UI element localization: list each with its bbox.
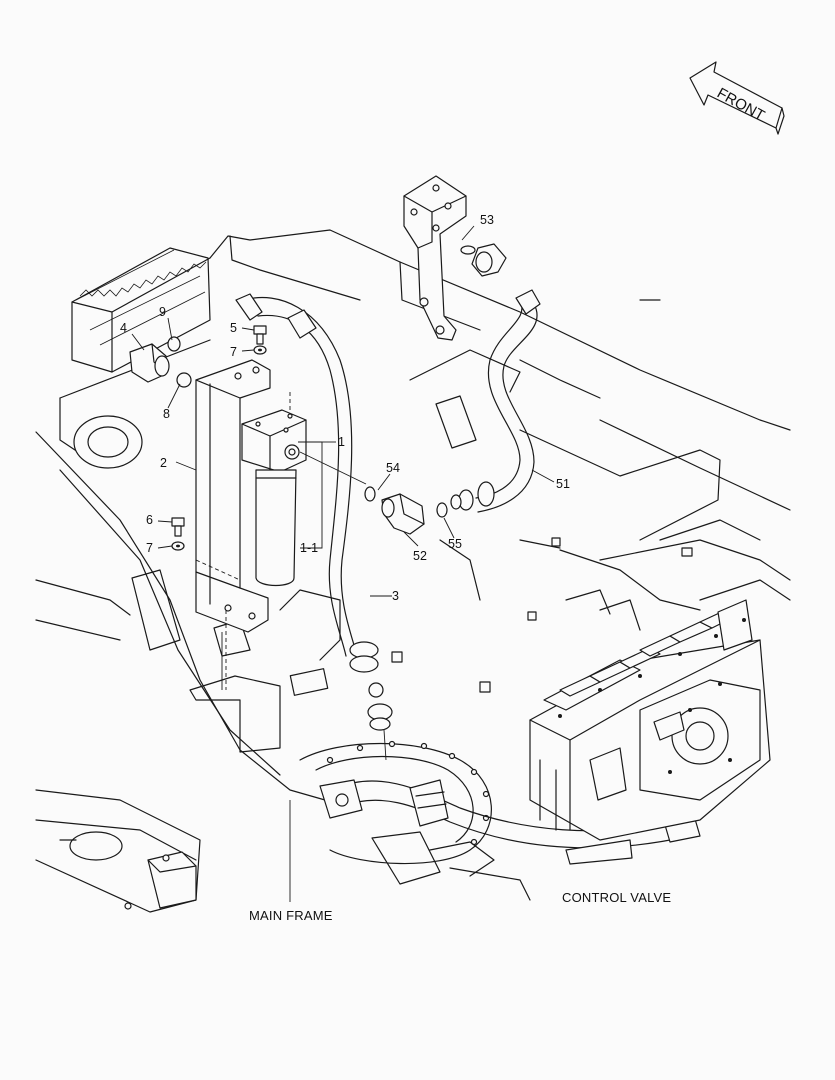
pilot-bracket bbox=[403, 175, 467, 341]
leader-lines bbox=[131, 225, 555, 902]
filter-bracket bbox=[195, 359, 291, 690]
callout-7-lower: 7 bbox=[146, 541, 153, 555]
callout-3: 3 bbox=[392, 589, 399, 603]
callout-54: 54 bbox=[386, 461, 400, 475]
callout-4: 4 bbox=[120, 321, 127, 335]
swing-bearing-ring bbox=[299, 740, 531, 901]
callout-52: 52 bbox=[413, 549, 427, 563]
callout-7-upper: 7 bbox=[230, 345, 237, 359]
lower-frame-block bbox=[35, 789, 201, 913]
callout-51: 51 bbox=[556, 477, 570, 491]
control-valve-block bbox=[529, 599, 771, 865]
step-plate bbox=[71, 247, 211, 373]
callout-2: 2 bbox=[160, 456, 167, 470]
elbow-fitting-53 bbox=[460, 243, 507, 277]
callout-1-1: 1-1 bbox=[300, 541, 318, 555]
bolt-6 bbox=[171, 517, 185, 537]
elbow-fitting-52 bbox=[364, 486, 448, 535]
hose-3 bbox=[235, 293, 393, 731]
callout-6: 6 bbox=[146, 513, 153, 527]
control-valve-caption: CONTROL VALVE bbox=[562, 890, 671, 905]
callout-1: 1 bbox=[338, 435, 345, 449]
hose-51 bbox=[450, 289, 541, 513]
main-frame-caption: MAIN FRAME bbox=[249, 908, 333, 923]
washer-7-lower bbox=[171, 541, 185, 551]
callout-9: 9 bbox=[159, 305, 166, 319]
callout-8: 8 bbox=[163, 407, 170, 421]
adapter-fitting-4 bbox=[129, 336, 192, 388]
callout-5: 5 bbox=[230, 321, 237, 335]
washer-7-upper bbox=[253, 345, 267, 355]
main-frame-structure bbox=[35, 229, 791, 811]
return-filter bbox=[241, 409, 307, 587]
bolt-5 bbox=[253, 325, 267, 345]
front-direction-arrow: FRONT bbox=[689, 61, 785, 135]
callout-53: 53 bbox=[480, 213, 494, 227]
callout-labels: 4 9 5 7 8 1 2 6 7 1-1 3 54 52 55 53 51 bbox=[120, 213, 570, 603]
callout-55: 55 bbox=[448, 537, 462, 551]
